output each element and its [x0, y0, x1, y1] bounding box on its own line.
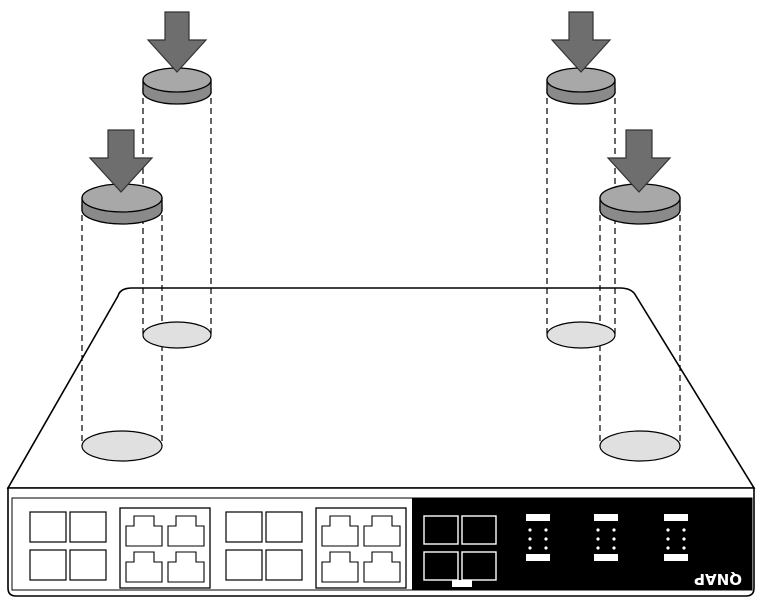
sfp-port	[225, 549, 263, 581]
led-dot	[666, 537, 670, 541]
led-dot	[682, 528, 686, 532]
led-indicator	[664, 514, 688, 521]
sfp-port	[423, 551, 459, 581]
led-indicator	[526, 514, 550, 521]
led-dot	[528, 528, 532, 532]
rj45-port	[321, 551, 359, 583]
led-dot	[682, 546, 686, 550]
down-arrows	[88, 11, 672, 193]
front-ports	[29, 507, 407, 589]
led-dot	[612, 528, 616, 532]
target-pad-front-left	[81, 430, 163, 462]
led-dot	[528, 546, 532, 550]
sfp-port	[461, 515, 497, 545]
down-arrow-icon	[550, 11, 612, 73]
rj45-port	[167, 515, 205, 547]
led-dot	[596, 546, 600, 550]
rubber-foot-icon	[546, 67, 616, 105]
rj45-port	[125, 515, 163, 547]
sfp-port	[29, 549, 67, 581]
down-arrow-icon	[606, 129, 672, 193]
down-arrow-icon	[88, 129, 154, 193]
led-indicator	[526, 554, 550, 561]
rj45-port	[125, 551, 163, 583]
front-panel-details	[423, 514, 688, 587]
led-dot	[528, 537, 532, 541]
sfp-port	[225, 511, 263, 543]
led-indicator	[594, 554, 618, 561]
target-pad-front-right	[599, 430, 681, 462]
rj45-port	[363, 551, 401, 583]
led-dot	[544, 537, 548, 541]
sfp-port	[29, 511, 67, 543]
sfp-port	[265, 511, 303, 543]
brand-logo: QNAP	[694, 570, 742, 588]
sfp-port	[69, 549, 107, 581]
led-indicator	[594, 514, 618, 521]
down-arrow-icon	[146, 11, 208, 73]
target-pads	[81, 321, 681, 462]
led-dot	[612, 537, 616, 541]
led-dot	[596, 537, 600, 541]
sfp-port	[423, 515, 459, 545]
led-dot	[544, 546, 548, 550]
port-label-bar	[452, 580, 472, 587]
rj45-port	[363, 515, 401, 547]
led-dot	[682, 537, 686, 541]
led-dot	[544, 528, 548, 532]
rj45-port	[321, 515, 359, 547]
led-dot	[666, 546, 670, 550]
target-pad-back-right	[546, 321, 616, 349]
led-dot	[596, 528, 600, 532]
rubber-foot-icon	[599, 183, 681, 225]
target-pad-back-left	[142, 321, 212, 349]
sfp-port	[265, 549, 303, 581]
sfp-port	[69, 511, 107, 543]
led-dot	[612, 546, 616, 550]
led-indicator	[664, 554, 688, 561]
sfp-port	[461, 551, 497, 581]
rj45-port	[167, 551, 205, 583]
led-dot	[666, 528, 670, 532]
rubber-foot-icon	[142, 67, 212, 105]
rubber-feet	[81, 67, 681, 225]
